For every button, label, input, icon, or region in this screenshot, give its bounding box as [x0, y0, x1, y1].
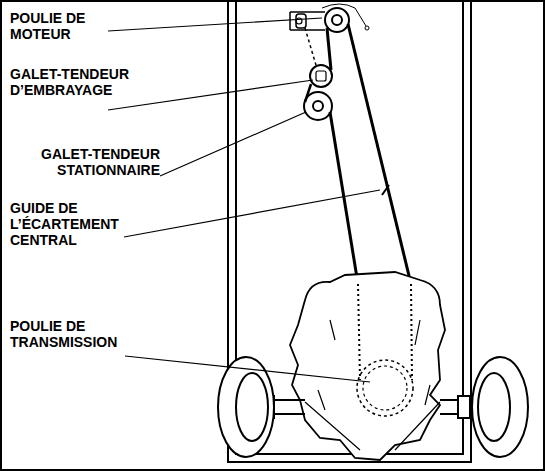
- clutch-idler-label: GALET-TENDEUR D’EMBRAYAGE: [10, 66, 160, 98]
- transmission-pulley-label: POULIE DE TRANSMISSION: [10, 318, 140, 350]
- part-name: GALET-TENDEUR STATIONNAIRE: [41, 146, 160, 178]
- engine-pulley-label: POULIE DE MOTEUR: [10, 10, 110, 42]
- part-name: GUIDE DE L’ÉCARTEMENT CENTRAL: [10, 200, 119, 248]
- part-name: POULIE DE MOTEUR: [10, 10, 85, 42]
- part-name: GALET-TENDEUR D’EMBRAYAGE: [10, 66, 129, 98]
- part-name: POULIE DE TRANSMISSION: [10, 318, 117, 350]
- stationary-idler-label: GALET-TENDEUR STATIONNAIRE: [8, 146, 160, 178]
- center-gap-guide-label: GUIDE DE L’ÉCARTEMENT CENTRAL: [10, 200, 128, 248]
